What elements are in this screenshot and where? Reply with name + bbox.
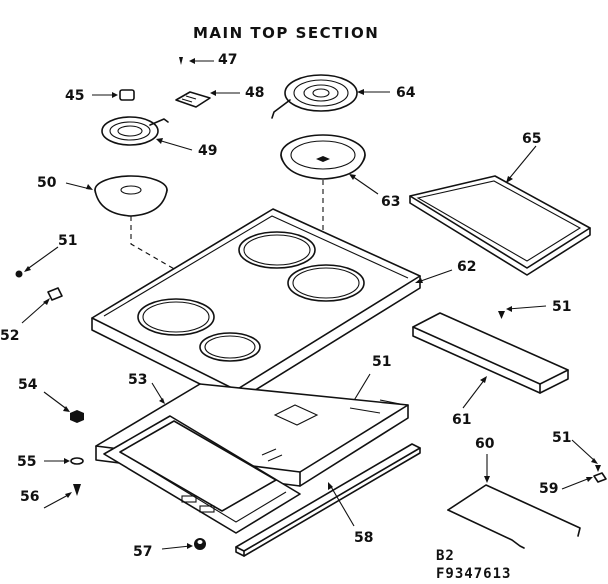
part-60-wire-clip	[447, 454, 581, 549]
callout-61: 61	[452, 412, 471, 428]
callout-48: 48	[245, 85, 264, 101]
part-50-small-drip-bowl	[65, 175, 168, 217]
callout-62: 62	[457, 259, 476, 275]
callout-51-c: 51	[372, 354, 391, 370]
part-59-bracket	[561, 472, 607, 490]
callout-53: 53	[128, 372, 147, 388]
part-65-cover-panel	[409, 145, 591, 276]
callout-49: 49	[198, 143, 217, 159]
part-61-rear-channel	[412, 312, 569, 409]
diagram-title: MAIN TOP SECTION	[193, 24, 379, 42]
part-56-screw	[43, 484, 81, 509]
part-63-large-drip-bowl	[280, 134, 379, 195]
part-51-screw-a	[15, 246, 59, 278]
part-51-screw-b	[498, 305, 547, 319]
callout-55: 55	[17, 454, 36, 470]
diagram-code-line1: B2	[436, 548, 455, 564]
callout-64: 64	[396, 85, 416, 101]
part-57-grommet	[161, 538, 206, 550]
callout-51-b: 51	[552, 299, 571, 315]
callout-52: 52	[0, 328, 19, 344]
callout-59: 59	[539, 481, 558, 497]
part-47-screw	[179, 57, 214, 65]
callout-57: 57	[133, 544, 152, 560]
part-48-receptacle	[175, 90, 240, 108]
callout-58: 58	[354, 530, 373, 546]
part-49-small-element	[101, 116, 193, 151]
part-58-front-rail	[235, 443, 421, 557]
callout-63: 63	[381, 194, 400, 210]
callout-56: 56	[20, 489, 39, 505]
callout-50: 50	[37, 175, 57, 191]
part-64-large-element	[271, 74, 390, 119]
callout-65: 65	[522, 131, 541, 147]
part-55-washer	[44, 457, 84, 465]
callout-47: 47	[218, 52, 237, 68]
callout-51-d: 51	[552, 430, 571, 446]
part-45-clip	[92, 89, 135, 101]
callout-51-a: 51	[58, 233, 77, 249]
diagram-code-line2: F9347613	[436, 566, 511, 582]
part-52-bracket	[21, 287, 63, 324]
part-51-screw-d	[571, 439, 601, 472]
part-53-burner-box	[95, 382, 409, 534]
callout-60: 60	[475, 436, 495, 452]
callout-45: 45	[65, 88, 84, 104]
part-54-nut	[43, 391, 84, 423]
callout-54: 54	[18, 377, 38, 393]
